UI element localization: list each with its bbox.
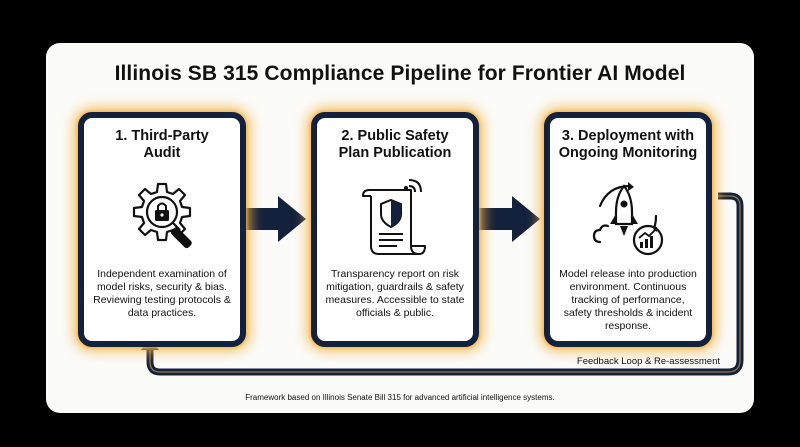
step-card-safety-plan: 2. Public Safety Plan Publication bbox=[311, 112, 479, 347]
step-title-line: 2. Public Safety bbox=[341, 128, 449, 144]
arrow-step2-to-step3 bbox=[478, 196, 540, 242]
step-title-line: Audit bbox=[143, 145, 181, 161]
step-card-deployment: 3. Deployment with Ongoing Monitoring bbox=[544, 112, 712, 347]
step-title-line: Ongoing Monitoring bbox=[558, 145, 698, 161]
step-description: Independent examination of model risks, … bbox=[93, 268, 231, 319]
step-description: Model release into production environmen… bbox=[559, 268, 697, 332]
step-card-audit: 1. Third-Party Audit Independent examina… bbox=[78, 112, 246, 347]
gear-lock-magnifier-icon bbox=[112, 176, 212, 266]
step-title: 3. Deployment with Ongoing Monitoring bbox=[550, 128, 706, 162]
feedback-loop-label: Feedback Loop & Re-assessment bbox=[576, 356, 720, 367]
step-title-line: 3. Deployment with bbox=[561, 128, 695, 144]
arrow-step1-to-step2 bbox=[244, 196, 306, 242]
document-shield-icon bbox=[345, 176, 445, 266]
step-title-line: 1. Third-Party bbox=[115, 128, 209, 144]
step-title-line: Plan Publication bbox=[338, 145, 452, 161]
step-title: 1. Third-Party Audit bbox=[84, 128, 240, 162]
step-title: 2. Public Safety Plan Publication bbox=[317, 128, 473, 162]
step-description: Transparency report on risk mitigation, … bbox=[325, 268, 465, 319]
rocket-chart-icon bbox=[578, 176, 678, 266]
diagram-title: Illinois SB 315 Compliance Pipeline for … bbox=[114, 62, 686, 85]
footer-note: Framework based on Illinois Senate Bill … bbox=[245, 393, 555, 402]
